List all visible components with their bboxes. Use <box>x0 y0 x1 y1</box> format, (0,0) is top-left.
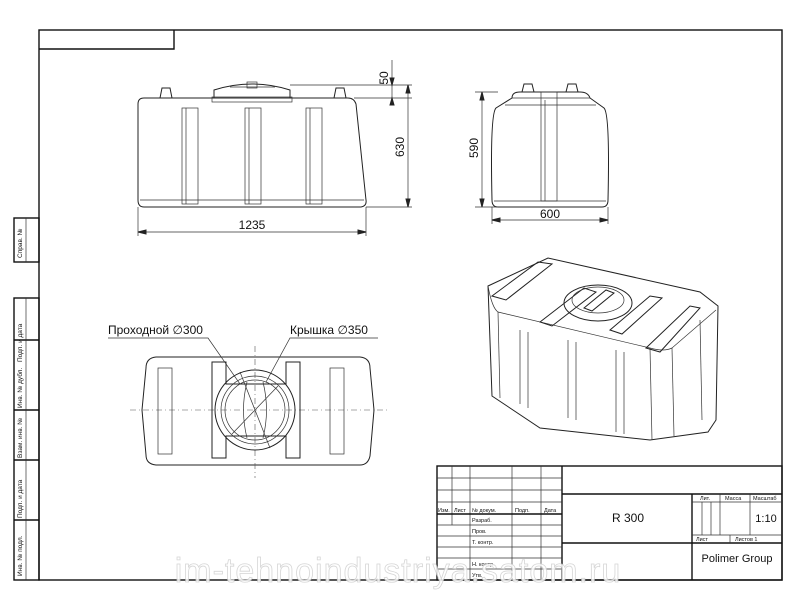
callout-lid: Крышка ∅350 <box>290 323 368 337</box>
tb-row-utv: Утв. <box>472 573 483 579</box>
side-stamp-labels: Справ. № Подп. и дата Инв. № дубл. Взам.… <box>16 228 24 576</box>
tb-sheets-label: Листов 1 <box>735 537 757 543</box>
top-view <box>130 346 390 478</box>
callouts: Проходной ∅300 Крышка ∅350 <box>108 323 378 385</box>
tb-lit-label: Лит. <box>700 496 711 502</box>
dim-side-height: 590 <box>467 138 481 158</box>
stamp-sprav: Справ. № <box>17 228 24 258</box>
tb-designation: R 300 <box>612 511 644 525</box>
tb-header-data: Дата <box>544 508 557 514</box>
dim-width: 600 <box>540 207 560 221</box>
isometric-view <box>487 257 719 441</box>
watermark-text: im-tehnoindustriya.satom.ru <box>175 552 622 590</box>
title-block-text: Изм. Лист № докум. Подп. Дата Разраб. Пр… <box>438 496 777 579</box>
front-view-dimensions: 1235 50 630 <box>137 60 412 236</box>
tb-row-nkontr: Н. контр. <box>472 562 495 568</box>
tb-row-razrab: Разраб. <box>472 518 492 524</box>
tb-sheet-label: Лист <box>696 537 708 543</box>
tb-header-podp: Подп. <box>515 508 530 514</box>
tb-scale: 1:10 <box>755 513 776 525</box>
stamp-inv-dubl: Инв. № дубл. <box>16 368 24 408</box>
tb-header-list: Лист <box>454 508 466 514</box>
title-block <box>436 465 783 581</box>
tb-row-prov: Пров. <box>472 529 487 535</box>
callout-manhole: Проходной ∅300 <box>108 323 203 337</box>
tb-header-izm: Изм. <box>438 508 450 514</box>
side-view <box>491 83 609 208</box>
dim-length: 1235 <box>239 218 266 232</box>
tb-header-doc: № докум. <box>472 508 497 514</box>
stamp-podp-data-2: Подп. и дата <box>17 479 24 518</box>
front-view <box>137 81 367 208</box>
tb-company: Polimer Group <box>702 553 773 565</box>
stamp-podp-data-1: Подп. и дата <box>17 323 24 362</box>
drawing-frame <box>13 29 783 581</box>
side-view-dimensions: 590 600 <box>467 91 609 224</box>
dim-lid-height: 50 <box>377 71 391 85</box>
stamp-vzam-inv: Взам. инв. № <box>17 418 24 458</box>
stamp-inv-podl: Инв. № подл. <box>17 535 24 576</box>
tb-row-tkontr: Т. контр. <box>472 540 494 546</box>
dim-height: 630 <box>393 137 407 157</box>
tb-mass-label: Масса <box>725 496 742 502</box>
tb-scale-label: Масштаб <box>753 496 777 502</box>
